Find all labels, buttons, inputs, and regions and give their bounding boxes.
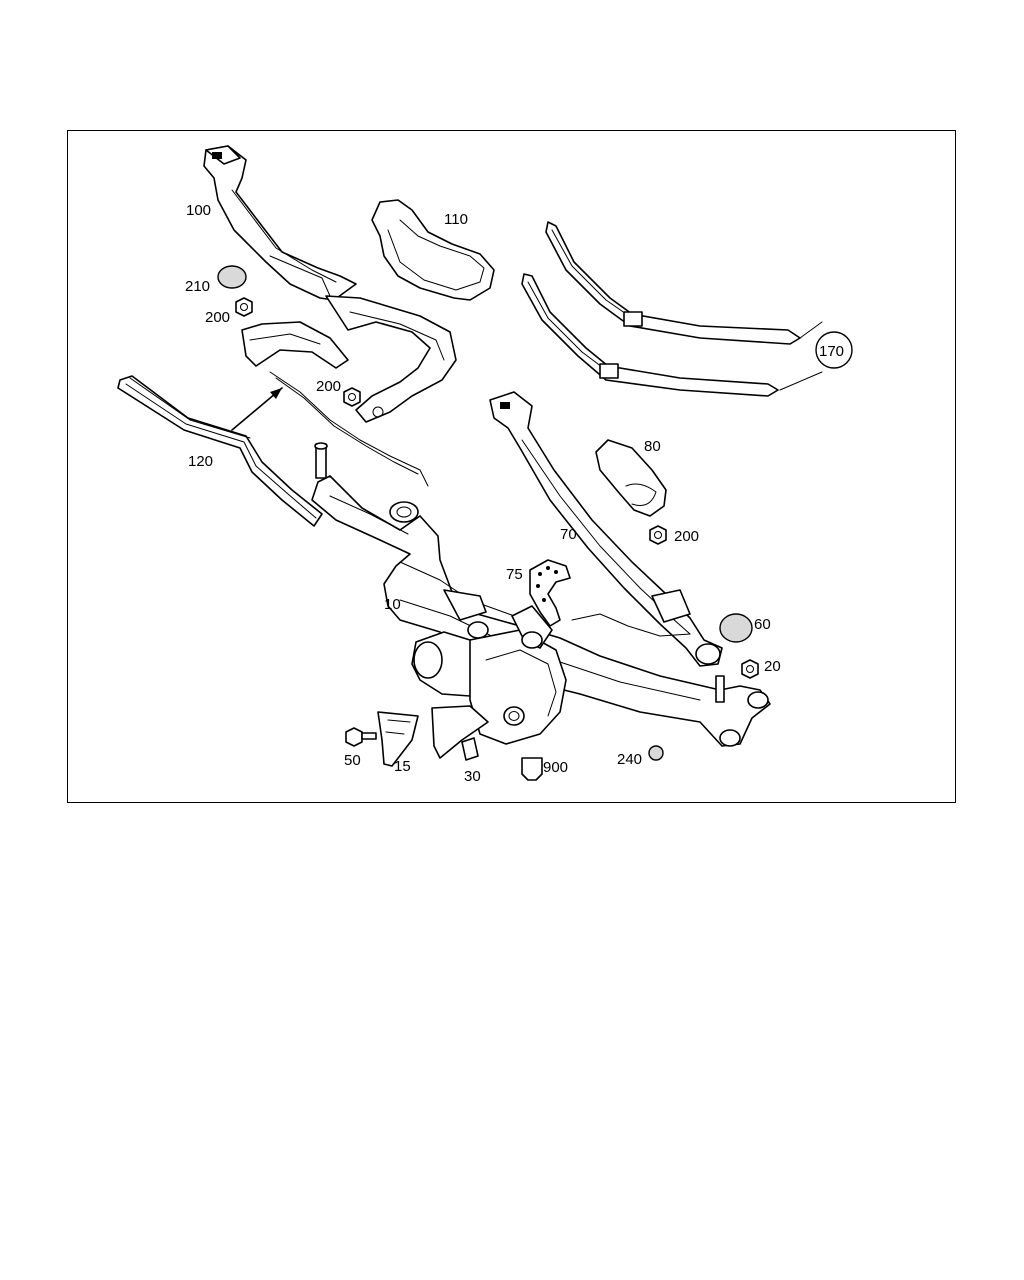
arm-base-bracket-part: [325, 295, 457, 423]
callout-70: 70: [560, 526, 577, 543]
callout-10: 10: [384, 596, 401, 613]
right-spindle: [715, 675, 725, 703]
callout-200-c: 200: [674, 528, 699, 545]
cap-210-part: [217, 265, 247, 289]
bracket-30-area-part: [431, 705, 489, 761]
cap-60-part: [719, 613, 753, 643]
bracket-15-part: [377, 711, 419, 767]
callout-110: 110: [444, 211, 468, 228]
nut-200c-part: [649, 525, 667, 545]
callout-20: 20: [764, 658, 781, 675]
nut-20-part: [741, 659, 759, 679]
cable-clip-part: [529, 559, 691, 637]
callout-15: 15: [394, 758, 411, 775]
wiper-linkage-frame-part: [311, 442, 771, 747]
callout-200-b: 200: [316, 378, 341, 395]
callout-170-circle: [815, 331, 853, 369]
callout-240: 240: [617, 751, 642, 768]
wiper-blades-part: [521, 221, 823, 397]
cowl-seal-part: [117, 375, 323, 527]
callout-200-a: 200: [205, 309, 230, 326]
callout-170: 170: [819, 343, 844, 360]
arm-cap-slot: [212, 152, 222, 159]
harness-bracket-part: [241, 321, 429, 487]
nut-200a-part: [235, 297, 253, 317]
right-arm-cap-slot: [500, 402, 510, 409]
nut-200b-part: [343, 387, 361, 407]
callout-900: 900: [543, 759, 568, 776]
callout-100: 100: [186, 202, 211, 219]
wiper-motor-part: [411, 605, 567, 745]
right-arm-cover-part: [595, 439, 667, 517]
pointer-arrow-head: [270, 388, 282, 399]
callout-50: 50: [344, 752, 361, 769]
washer-240-part: [648, 745, 664, 761]
callout-210: 210: [185, 278, 210, 295]
callout-120: 120: [188, 453, 213, 470]
part-900-symbol: [521, 757, 543, 781]
left-wiper-arm-part: [203, 145, 357, 301]
callout-75: 75: [506, 566, 523, 583]
arm-cover-part: [371, 199, 495, 301]
callout-60: 60: [754, 616, 771, 633]
callout-30: 30: [464, 768, 481, 785]
right-wiper-arm-part: [489, 391, 723, 667]
callout-80: 80: [644, 438, 661, 455]
bolt-50-part: [345, 727, 377, 747]
